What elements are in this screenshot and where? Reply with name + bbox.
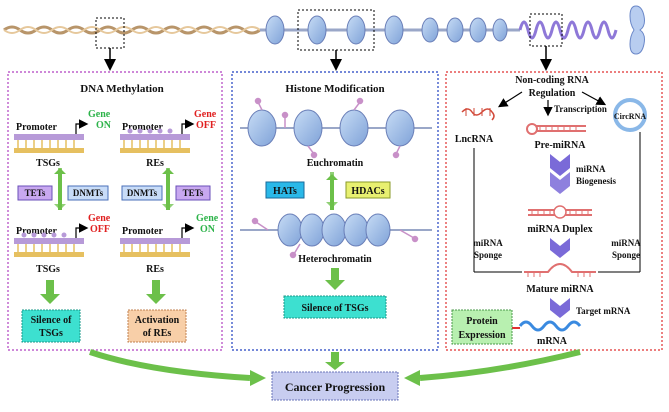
ncrna-title-line2: Regulation: [529, 88, 576, 99]
tets-box: [175, 185, 211, 201]
mrna-icon: [518, 320, 582, 332]
outcome-section: Cancer Progression: [89, 349, 581, 401]
nucleosome: [307, 15, 327, 45]
ncrna-title-line1: Non-coding RNA: [515, 75, 589, 86]
gene-label: Gene: [196, 213, 219, 224]
green-arrow-converge-left: [89, 349, 251, 381]
biogenesis-line2: Biogenesis: [576, 176, 617, 186]
mrna-label: mRNA: [537, 336, 568, 347]
nucleosome: [265, 15, 285, 45]
histone-silence-label: Silence of TSGs: [301, 303, 368, 314]
protein-line2: Expression: [458, 330, 505, 341]
pre-mirna-label: Pre-miRNA: [535, 140, 587, 151]
tsgs-label: TSGs: [36, 264, 60, 275]
lncrna-label: LncRNA: [455, 134, 494, 145]
nucleosome: [346, 15, 366, 45]
dnmts-box: [121, 185, 163, 201]
dnmts-box: [67, 185, 109, 201]
green-arrow-down: [325, 268, 345, 290]
histone-silence-box: [283, 295, 387, 319]
mature-mirna-label: Mature miRNA: [526, 284, 594, 295]
heterochromatin-label: Heterochromatin: [298, 254, 372, 265]
chevron-arrow: [550, 238, 570, 258]
tets-label: TETs: [25, 188, 46, 198]
gene-label: Gene: [88, 109, 111, 120]
tsgs-label: TSGs: [36, 158, 60, 169]
target-mrna-label: Target mRNA: [576, 306, 631, 316]
pre-mirna-icon: [526, 123, 586, 135]
promoter-label: Promoter: [122, 122, 163, 133]
gene-on-label: ON: [96, 120, 112, 131]
gene-label: Gene: [194, 109, 217, 120]
heterochromatin-illustration: [240, 213, 432, 259]
green-arrow-down: [40, 280, 60, 304]
green-arrow-down: [325, 352, 345, 370]
circrna-icon: [613, 98, 647, 132]
tets-label: TETs: [183, 188, 204, 198]
sponge-right-line1: miRNA: [611, 238, 641, 248]
gene-label: Gene: [88, 213, 111, 224]
chromosome-icon: [629, 5, 645, 55]
panel-ncrna-regulation: Non-coding RNA Regulation LncRNA CircRNA…: [445, 71, 663, 351]
panel-title-methylation: DNA Methylation: [80, 83, 163, 95]
green-arrow-converge-right: [419, 349, 581, 381]
chevron-arrow: [550, 172, 570, 194]
dnmts-label: DNMTs: [73, 188, 104, 198]
silence-tsgs-line1: Silence of: [31, 315, 72, 326]
nucleosome: [469, 17, 487, 43]
activation-res-line2: of REs: [143, 328, 172, 339]
promoter-label: Promoter: [16, 122, 57, 133]
protein-line1: Protein: [466, 316, 498, 327]
nucleosome: [384, 15, 404, 45]
promoter-label: Promoter: [16, 226, 57, 237]
circrna-label: CircRNA: [614, 112, 647, 121]
res-label: REs: [146, 158, 164, 169]
panel-histone-modification: Histone Modification Euchromatin HATs HD…: [231, 71, 439, 351]
sponge-left-line2: Sponge: [474, 250, 502, 260]
panel-title-histone: Histone Modification: [285, 83, 384, 95]
silence-tsgs-line2: TSGs: [39, 328, 63, 339]
green-arrow-down: [326, 172, 338, 208]
silence-tsgs-box: [21, 309, 81, 343]
nucleosome-row: [265, 15, 508, 45]
hats-label: HATs: [273, 186, 297, 197]
green-arrow-down: [162, 168, 174, 210]
mirna-duplex-label: miRNA Duplex: [527, 224, 592, 235]
green-arrow-down: [54, 168, 66, 210]
lncrna-icon: [461, 108, 495, 121]
dnmts-label: DNMTs: [127, 188, 158, 198]
activation-res-line1: Activation: [135, 315, 180, 326]
activation-res-box: [127, 309, 187, 343]
panel-dna-methylation: DNA Methylation Promoter Gene ON TSGs Pr…: [7, 71, 223, 351]
cancer-progression-box: [271, 371, 399, 401]
euchromatin-illustration: [240, 97, 432, 159]
sponge-right-line2: Sponge: [612, 250, 640, 260]
green-arrow-down: [146, 280, 166, 304]
hdacs-label: HDACs: [351, 186, 384, 197]
gene-on-label: ON: [200, 224, 216, 235]
res-label: REs: [146, 264, 164, 275]
hdacs-box: [345, 181, 391, 199]
mature-mirna-icon: [524, 263, 596, 277]
mirna-duplex-icon: [528, 205, 592, 219]
chromatin-strip: [3, 5, 645, 71]
cancer-progression-label: Cancer Progression: [285, 380, 386, 394]
protein-expression-box: [451, 309, 513, 345]
chevron-arrow: [550, 154, 570, 176]
biogenesis-line1: miRNA: [576, 164, 606, 174]
hats-box: [265, 181, 305, 199]
tets-box: [17, 185, 53, 201]
sponge-left-line1: miRNA: [473, 238, 503, 248]
promoter-label: Promoter: [122, 226, 163, 237]
nucleosome: [492, 18, 508, 42]
nucleosome: [446, 17, 464, 43]
chevron-arrow: [550, 298, 570, 318]
transcription-label: Transcription: [554, 104, 607, 114]
chromatin-fiber: [518, 20, 618, 40]
gene-off-label: OFF: [196, 120, 216, 131]
nucleosome: [421, 17, 439, 43]
gene-off-label: OFF: [90, 224, 110, 235]
euchromatin-label: Euchromatin: [307, 158, 364, 169]
